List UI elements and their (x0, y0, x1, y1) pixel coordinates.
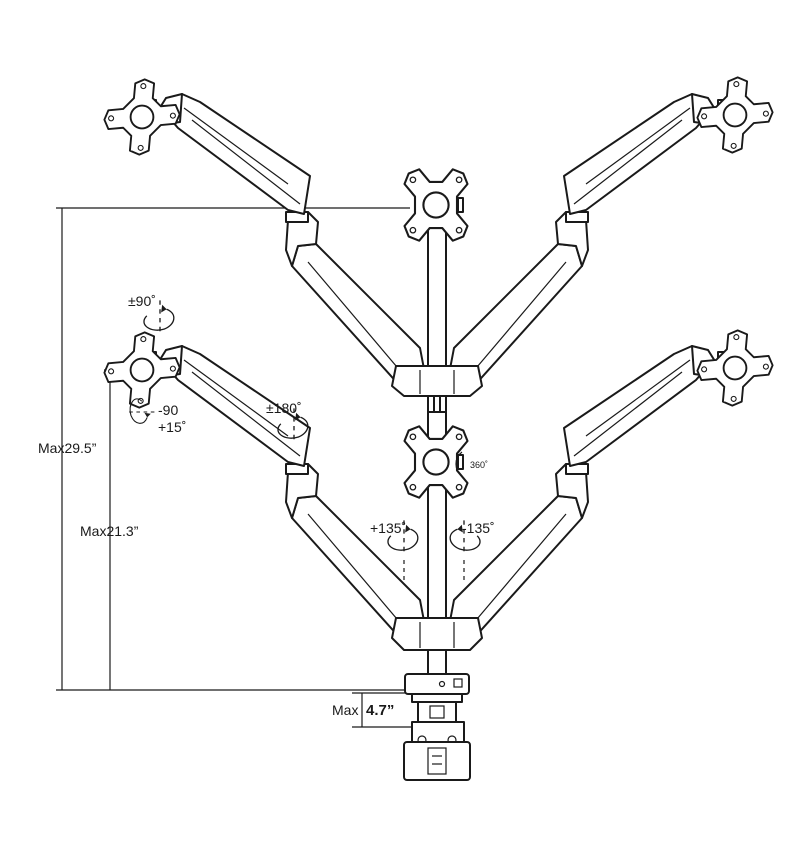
vesa-mount-icon (691, 71, 779, 159)
tilt-down-label: -90 (158, 402, 178, 418)
rotation-arrow-icon (455, 451, 463, 477)
tilt-range-label: ±90˚ (128, 293, 156, 309)
vesa-mount-icon (98, 73, 186, 161)
vesa-rotation-label: 360˚ (470, 460, 488, 470)
max-height-lower-label: Max21.3” (80, 523, 139, 539)
tilt-up-label: +15˚ (158, 419, 186, 435)
base-swivel-right-label: -135˚ (462, 520, 495, 536)
dimension-max-total (56, 207, 410, 691)
base-swivel-left-label: +135˚ (370, 520, 406, 536)
upper-hub (391, 365, 483, 397)
upper-arm-assembly (98, 71, 779, 413)
center-pole-upper (427, 219, 447, 391)
lower-hub (391, 617, 483, 651)
max-height-total-label: Max29.5” (38, 440, 97, 456)
dimension-clamp (352, 692, 415, 728)
clamp-value-label: 4.7” (366, 702, 394, 719)
vesa-mount-icon (98, 326, 186, 414)
vesa-mount-icon (691, 324, 779, 412)
desk-clamp (403, 649, 471, 781)
clamp-prefix-label: Max (332, 702, 358, 718)
arm-swivel-label: ±180˚ (266, 400, 302, 416)
lower-arm-assembly (98, 324, 779, 651)
